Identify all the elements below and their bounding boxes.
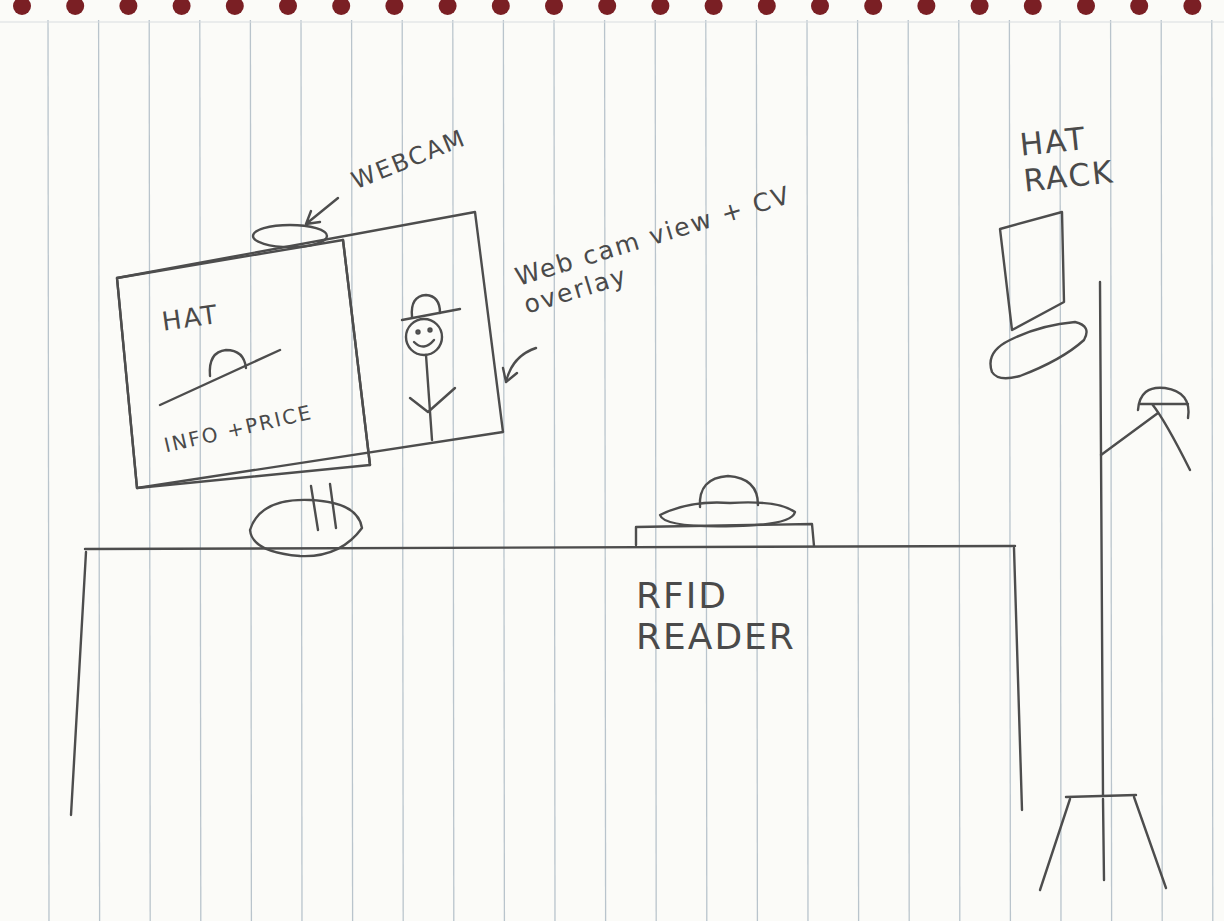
table-top: [85, 546, 1015, 549]
paper-rule: [807, 20, 808, 921]
panel-outline: [112, 230, 377, 495]
paper-rule: [301, 20, 302, 921]
webcam-label: WEBCAM: [348, 95, 544, 196]
spiral-hole: [279, 0, 297, 15]
panel-heading: HAT: [160, 291, 283, 337]
spiral-hole: [705, 0, 723, 15]
spiral-hole: [13, 0, 31, 15]
spiral-hole: [651, 0, 669, 15]
spiral-hole: [811, 0, 829, 15]
panel-body: INFO +PRICE: [162, 390, 362, 457]
spiral-hole: [226, 0, 244, 15]
hat-rack: [990, 212, 1190, 890]
paper-rule: [554, 20, 555, 921]
monitor-stand: [311, 484, 336, 530]
spiral-hole: [439, 0, 457, 15]
spiral-hole: [1077, 0, 1095, 15]
paper-rule: [48, 20, 49, 921]
table-legs: [71, 548, 1022, 815]
webcam-arrow: [306, 198, 338, 224]
paper-rule: [1009, 20, 1010, 921]
paper-rule: [352, 20, 353, 921]
callout-note: Web cam view + CV overlay: [512, 177, 816, 320]
paper-rule: [706, 20, 707, 921]
spiral-hole: [758, 0, 776, 15]
screen-panel: HAT INFO +PRICE: [112, 230, 377, 495]
paper-rule: [756, 20, 757, 921]
paper-rule: [200, 20, 201, 921]
spiral-hole: [545, 0, 563, 15]
spiral-hole: [1130, 0, 1148, 15]
callout-leader: [503, 348, 536, 382]
spiral-hole: [1183, 0, 1201, 15]
spiral-hole: [492, 0, 510, 15]
paper-rule: [1212, 20, 1213, 921]
paper-rule: [503, 20, 504, 921]
reader-label: RFID READER: [636, 575, 811, 658]
panel-border: [117, 240, 370, 488]
spiral-hole: [917, 0, 935, 15]
spiral-hole: [1024, 0, 1042, 15]
spiral-hole: [864, 0, 882, 15]
paper-rule: [1161, 20, 1162, 921]
spiral-hole: [598, 0, 616, 15]
paper-edge: [0, 22, 1224, 23]
stick-figure: [402, 295, 460, 440]
paper-rule: [959, 20, 960, 921]
spiral-hole: [173, 0, 191, 15]
pencil-sketch: [71, 198, 1190, 890]
paper-rule: [858, 20, 859, 921]
spiral-hole: [385, 0, 403, 15]
paper-rule: [908, 20, 909, 921]
spiral-hole: [332, 0, 350, 15]
paper-rule: [99, 20, 100, 921]
spiral-hole: [66, 0, 84, 15]
spiral-hole: [119, 0, 137, 15]
paper-rule: [655, 20, 656, 921]
hat-icon: [160, 350, 280, 405]
paper-rule: [149, 20, 150, 921]
spiral-hole: [971, 0, 989, 15]
rack-label: HAT RACK: [1018, 114, 1155, 198]
hat-on-reader: [660, 476, 795, 526]
paper-rule: [605, 20, 606, 921]
monitor-screen: [117, 212, 503, 488]
